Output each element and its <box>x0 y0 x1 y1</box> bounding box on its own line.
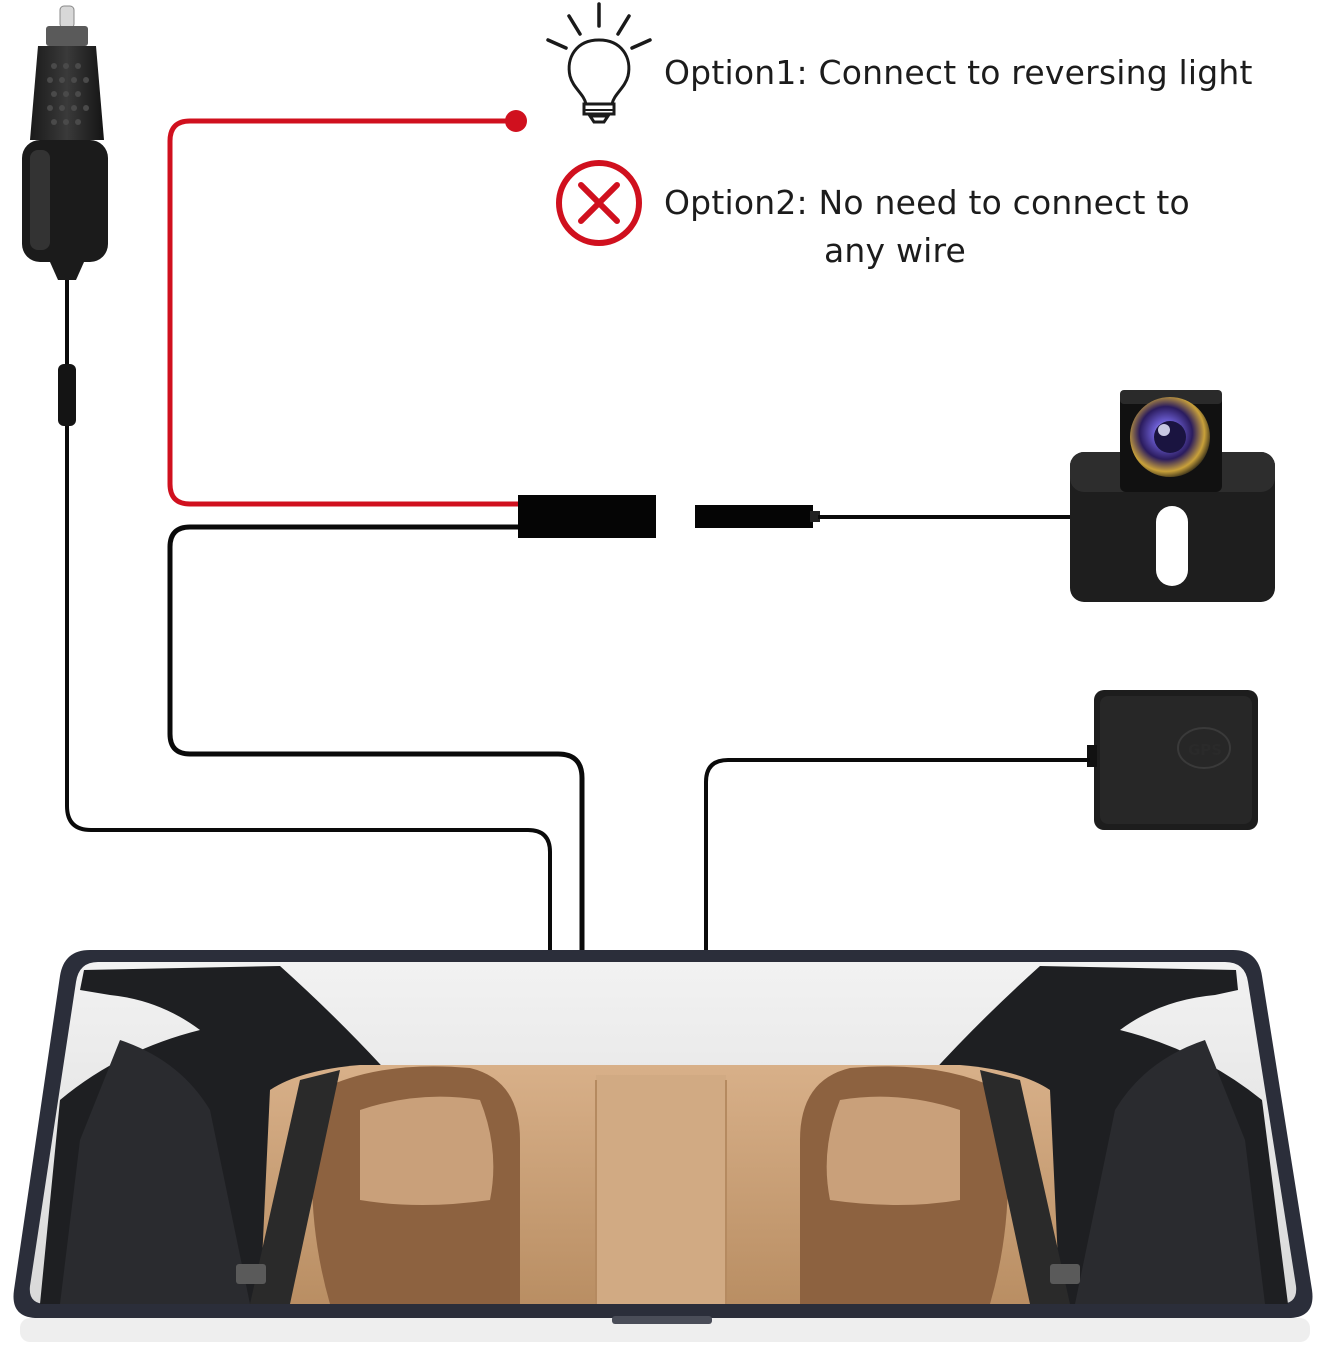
car-charger-icon <box>22 5 108 280</box>
light-bulb-icon <box>546 2 652 124</box>
option2-label-line1: Option2: No need to connect to <box>664 183 1190 222</box>
cable-connector-male <box>695 505 813 528</box>
option2-label-line2: any wire <box>824 231 967 270</box>
red-trigger-wire <box>167 118 522 507</box>
rear-camera-icon <box>1070 390 1275 602</box>
red-wire-end-dot <box>505 110 527 132</box>
rearview-mirror-icon <box>13 950 1313 1342</box>
gps-label: GPS <box>1188 741 1222 759</box>
gps-cable <box>704 758 1090 950</box>
gps-module-icon <box>1087 690 1258 830</box>
ferrite-bead <box>58 364 76 426</box>
rear-camera-mirror-cable <box>167 524 585 950</box>
charger-cable <box>65 280 552 950</box>
option1-label: Option1: Connect to reversing light <box>664 53 1253 92</box>
red-cross-icon <box>556 160 642 246</box>
cable-connector-female <box>518 495 656 538</box>
